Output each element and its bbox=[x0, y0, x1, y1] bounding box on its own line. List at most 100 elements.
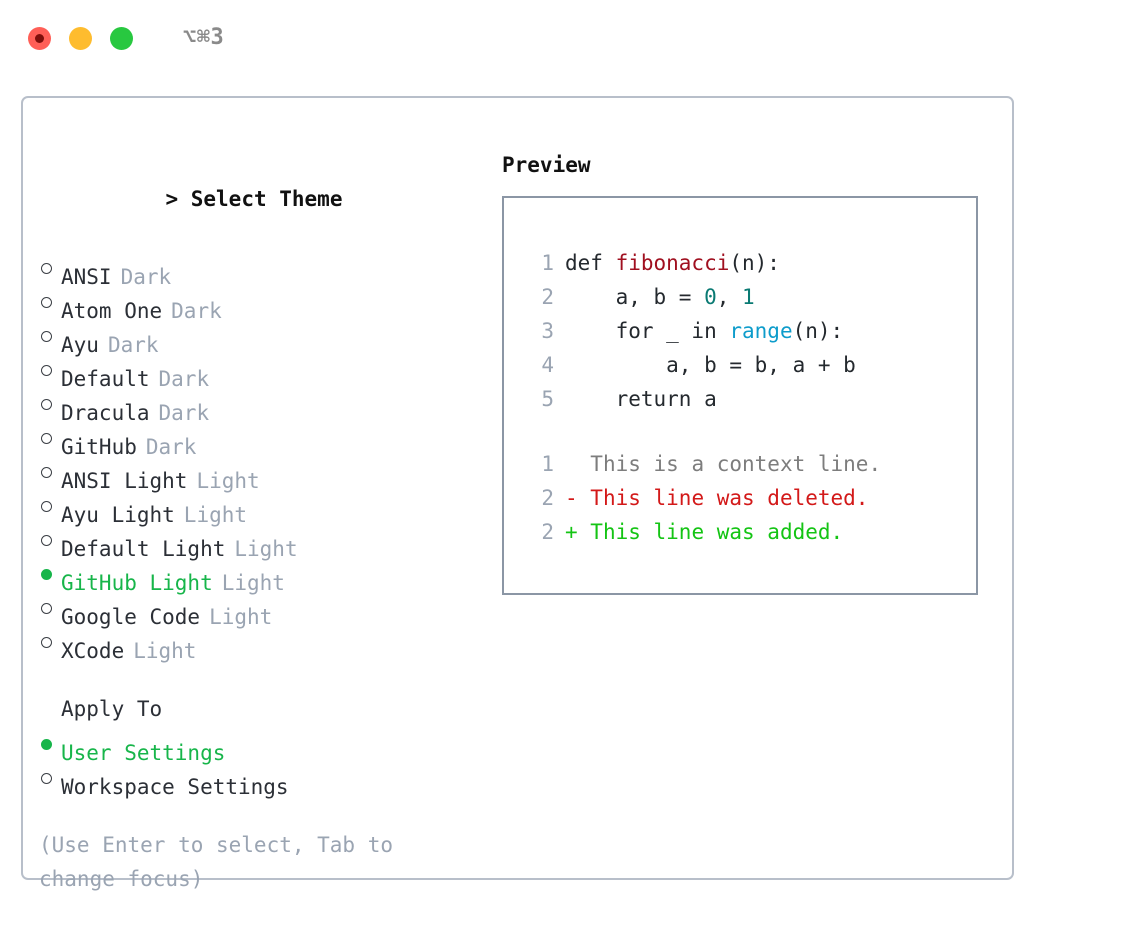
preview-title: Preview bbox=[502, 153, 591, 177]
theme-option-label: GitHub bbox=[61, 435, 137, 459]
code-token-num: 0 bbox=[704, 285, 717, 309]
radio-selected-icon bbox=[39, 556, 61, 590]
code-line-text: for _ in range(n): bbox=[565, 314, 844, 348]
diff-marker: + bbox=[565, 520, 591, 544]
diff-line-text: This is a context line. bbox=[590, 452, 882, 476]
diff-line-text: This line was deleted. bbox=[590, 486, 869, 510]
code-line-number: 1 bbox=[541, 251, 554, 275]
theme-option-ayu[interactable]: Ayu Dark bbox=[39, 318, 489, 357]
code-line-number: 3 bbox=[541, 319, 554, 343]
code-token-num: 1 bbox=[742, 285, 755, 309]
code-token-kw: for _ in bbox=[565, 319, 730, 343]
code-line: 1 def fibonacci(n): bbox=[524, 246, 976, 280]
radio-selected-icon bbox=[39, 726, 61, 760]
theme-option-label: Default Light bbox=[61, 537, 226, 561]
radio-unselected-icon bbox=[39, 488, 61, 522]
radio-unselected-icon bbox=[39, 250, 61, 284]
maximize-button-icon[interactable] bbox=[110, 26, 133, 50]
theme-option-variant-tag: Light bbox=[133, 639, 197, 663]
code-token-kw: a, b = b, a + b bbox=[565, 353, 856, 377]
theme-option-variant-tag: Light bbox=[183, 503, 248, 527]
apply-to-option-workspace-settings[interactable]: Workspace Settings bbox=[39, 760, 489, 799]
code-token-kw: return a bbox=[565, 387, 717, 411]
theme-option-xcode[interactable]: XCode Light bbox=[39, 624, 489, 663]
radio-unselected-icon bbox=[39, 352, 61, 386]
code-line-number: 2 bbox=[541, 285, 554, 309]
minimize-button-icon[interactable] bbox=[69, 26, 92, 50]
theme-option-variant-tag: Dark bbox=[171, 299, 222, 323]
diff-marker bbox=[565, 447, 590, 481]
radio-unselected-icon bbox=[39, 624, 61, 658]
theme-option-ayu-light[interactable]: Ayu Light Light bbox=[39, 488, 489, 527]
radio-unselected-icon bbox=[39, 420, 61, 454]
titlebar: ⌥⌘3 bbox=[0, 0, 1140, 76]
code-line-number: 5 bbox=[541, 387, 554, 411]
theme-option-variant-tag: Light bbox=[209, 605, 273, 629]
code-token-kw: def bbox=[565, 251, 616, 275]
theme-picker-title: > Select Theme bbox=[39, 148, 489, 250]
apply-to-option-user-settings[interactable]: User Settings bbox=[39, 726, 489, 765]
code-line-text: def fibonacci(n): bbox=[565, 246, 780, 280]
radio-unselected-icon bbox=[39, 760, 61, 794]
code-line-text: return a bbox=[565, 382, 717, 416]
diff-sample: 1 This is a context line.2- This line wa… bbox=[524, 447, 976, 549]
theme-option-variant-tag: Dark bbox=[120, 265, 172, 289]
prompt-caret: > bbox=[165, 187, 179, 211]
theme-option-default-light[interactable]: Default Light Light bbox=[39, 522, 489, 561]
diff-spacer bbox=[524, 416, 976, 447]
theme-option-label: Ayu bbox=[61, 333, 99, 357]
theme-option-ansi-light[interactable]: ANSI Light Light bbox=[39, 454, 489, 493]
theme-option-github-light[interactable]: GitHub Light Light bbox=[39, 556, 489, 595]
apply-to-option-label: Workspace Settings bbox=[61, 775, 289, 799]
diff-line-del: 2- This line was deleted. bbox=[524, 481, 976, 515]
theme-option-variant-tag: Light bbox=[196, 469, 260, 493]
code-token-pun: (n): bbox=[792, 319, 844, 343]
theme-option-label: Ayu Light bbox=[61, 503, 175, 527]
code-line: 4 a, b = b, a + b bbox=[524, 348, 976, 382]
close-button-icon[interactable] bbox=[28, 26, 51, 50]
code-token-kw: a, b = bbox=[565, 285, 705, 309]
diff-line-number: 2 bbox=[541, 486, 554, 510]
diff-line-text: This line was added. bbox=[590, 520, 844, 544]
radio-unselected-icon bbox=[39, 522, 61, 556]
code-token-fn: fibonacci bbox=[615, 251, 730, 275]
page-title: Select Theme bbox=[190, 187, 343, 211]
code-token-bi: range bbox=[729, 319, 793, 343]
code-line-text: a, b = b, a + b bbox=[565, 348, 856, 382]
theme-option-atom-one[interactable]: Atom One Dark bbox=[39, 284, 489, 323]
code-token-pun: , bbox=[716, 285, 743, 309]
theme-option-label: GitHub Light bbox=[61, 571, 213, 595]
theme-option-label: Atom One bbox=[61, 299, 163, 323]
diff-line-number: 1 bbox=[541, 452, 554, 476]
code-line-number: 4 bbox=[541, 353, 554, 377]
theme-option-variant-tag: Light bbox=[221, 571, 285, 595]
theme-option-label: ANSI Light bbox=[61, 469, 188, 493]
radio-unselected-icon bbox=[39, 454, 61, 488]
theme-option-variant-tag: Light bbox=[234, 537, 298, 561]
diff-marker: - bbox=[565, 486, 591, 510]
diff-line-ctx: 1 This is a context line. bbox=[524, 447, 976, 481]
apply-to-option-label: User Settings bbox=[61, 741, 226, 765]
diff-line-number: 2 bbox=[541, 520, 554, 544]
theme-option-variant-tag: Dark bbox=[107, 333, 159, 357]
keyboard-shortcut-label: ⌥⌘3 bbox=[183, 25, 225, 50]
theme-option-label: XCode bbox=[61, 639, 125, 663]
code-line-text: a, b = 0, 1 bbox=[565, 280, 755, 314]
keyboard-hint-text: (Use Enter to select, Tab to change focu… bbox=[39, 833, 406, 891]
apply-to-title: Apply To bbox=[61, 697, 163, 721]
radio-unselected-icon bbox=[39, 284, 61, 318]
theme-option-variant-tag: Dark bbox=[158, 367, 210, 391]
theme-option-label: Dracula bbox=[61, 401, 150, 425]
